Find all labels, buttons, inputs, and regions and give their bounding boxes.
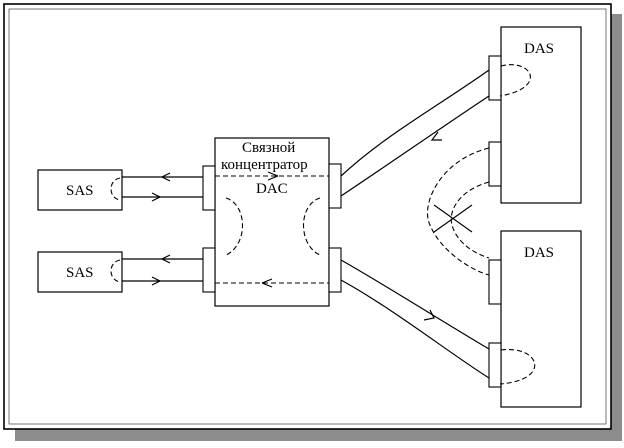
links-sas-hub [122, 172, 203, 286]
hub-concentrator: Связной концентратор DAC [202, 137, 342, 307]
broken-ring [426, 147, 490, 276]
links-hub-das [340, 69, 490, 379]
hub-label-line3: DAC [256, 181, 288, 197]
hub-label-line2: концентратор [221, 157, 308, 173]
das-node-bottom: DAS [488, 230, 582, 408]
frame-inner [8, 8, 607, 425]
hub-port-left-bottom [202, 247, 216, 293]
das-node-top: DAS [488, 26, 582, 204]
das-bottom-label: DAS [524, 245, 554, 261]
das-top-port-a [488, 55, 502, 101]
das-bottom-port-a [488, 259, 502, 305]
das-top-label: DAS [524, 41, 554, 57]
das-top-port-b [488, 141, 502, 187]
break-cross-mark [433, 204, 473, 233]
hub-port-right-top [328, 163, 342, 209]
hub-label-line1: Связной [242, 140, 295, 156]
sas-node-top: SAS [37, 169, 123, 211]
das-bottom-port-b [488, 342, 502, 388]
hub-port-right-bottom [328, 247, 342, 293]
sas-bottom-label: SAS [66, 265, 94, 281]
sas-node-bottom: SAS [37, 251, 123, 293]
sas-top-label: SAS [66, 183, 94, 199]
hub-port-left-top [202, 165, 216, 211]
